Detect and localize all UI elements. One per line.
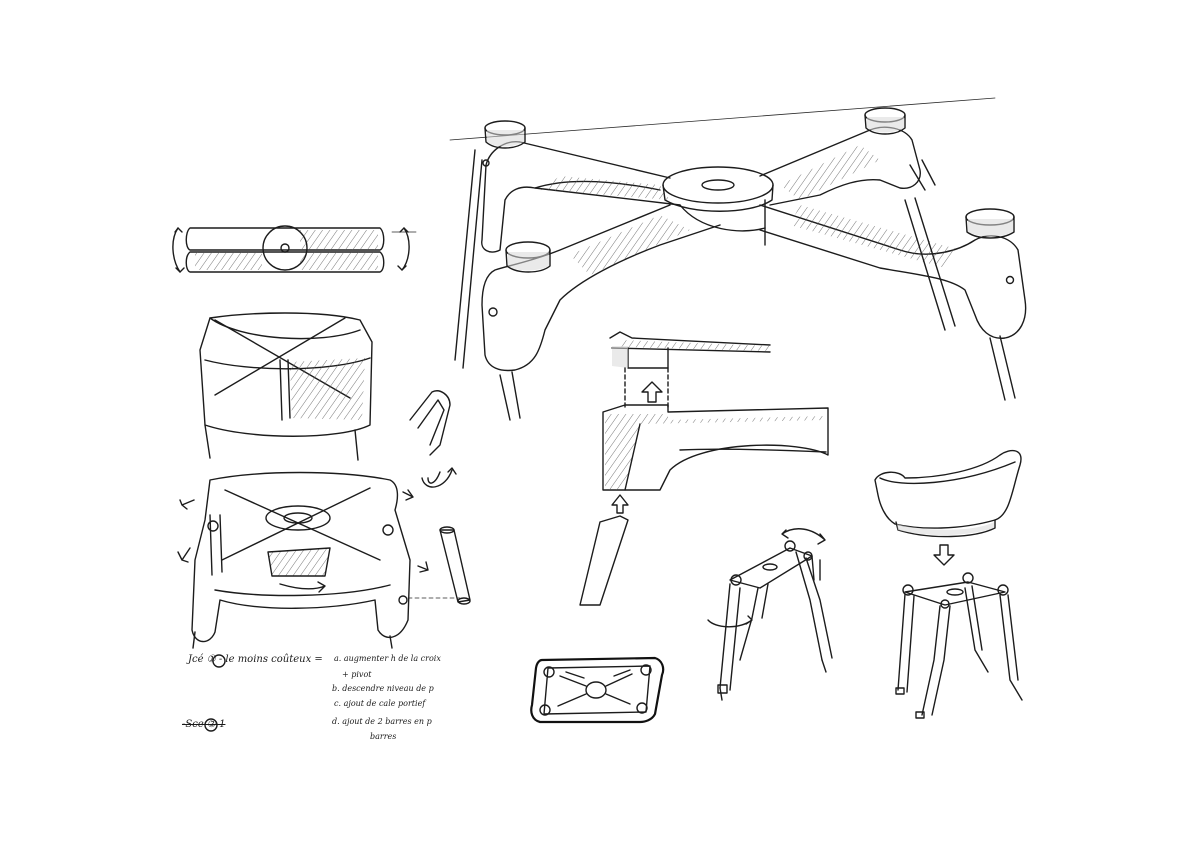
note-item-a: a. augmenter h de la croix <box>334 654 441 663</box>
stool-assembly <box>177 471 471 649</box>
tub-chair <box>874 449 1022 566</box>
underside-plan <box>530 656 665 724</box>
note-item-b: b. descendre niveau de p <box>332 684 434 693</box>
foot-cap-back-left <box>484 120 526 149</box>
stool-perspective-box <box>199 312 373 461</box>
note-scenario-1: Jcé ① - le moins coûteux = <box>188 654 323 665</box>
note-scenario-2: -Sce ② 1 <box>182 719 226 730</box>
cross-plan-view <box>172 225 417 273</box>
circled-number-1 <box>212 654 226 668</box>
note-item-d: d. ajout de 2 barres en p <box>332 717 432 726</box>
note-item-c: c. ajout de cale portief <box>334 699 426 708</box>
foot-cap-front-left <box>505 241 551 273</box>
small-stool-pivot <box>707 528 833 701</box>
tub-chair-base <box>895 572 1023 719</box>
note-item-d-cont: barres <box>370 732 397 741</box>
foot-cap-back-right <box>864 107 906 135</box>
note-item-a-cont: + pivot <box>342 670 372 679</box>
cross-base-perspective <box>449 97 1027 421</box>
section-detail <box>579 331 829 606</box>
circled-number-2 <box>204 718 218 732</box>
bracket-hook-detail <box>409 390 457 488</box>
foot-cap-front-right <box>965 208 1015 239</box>
